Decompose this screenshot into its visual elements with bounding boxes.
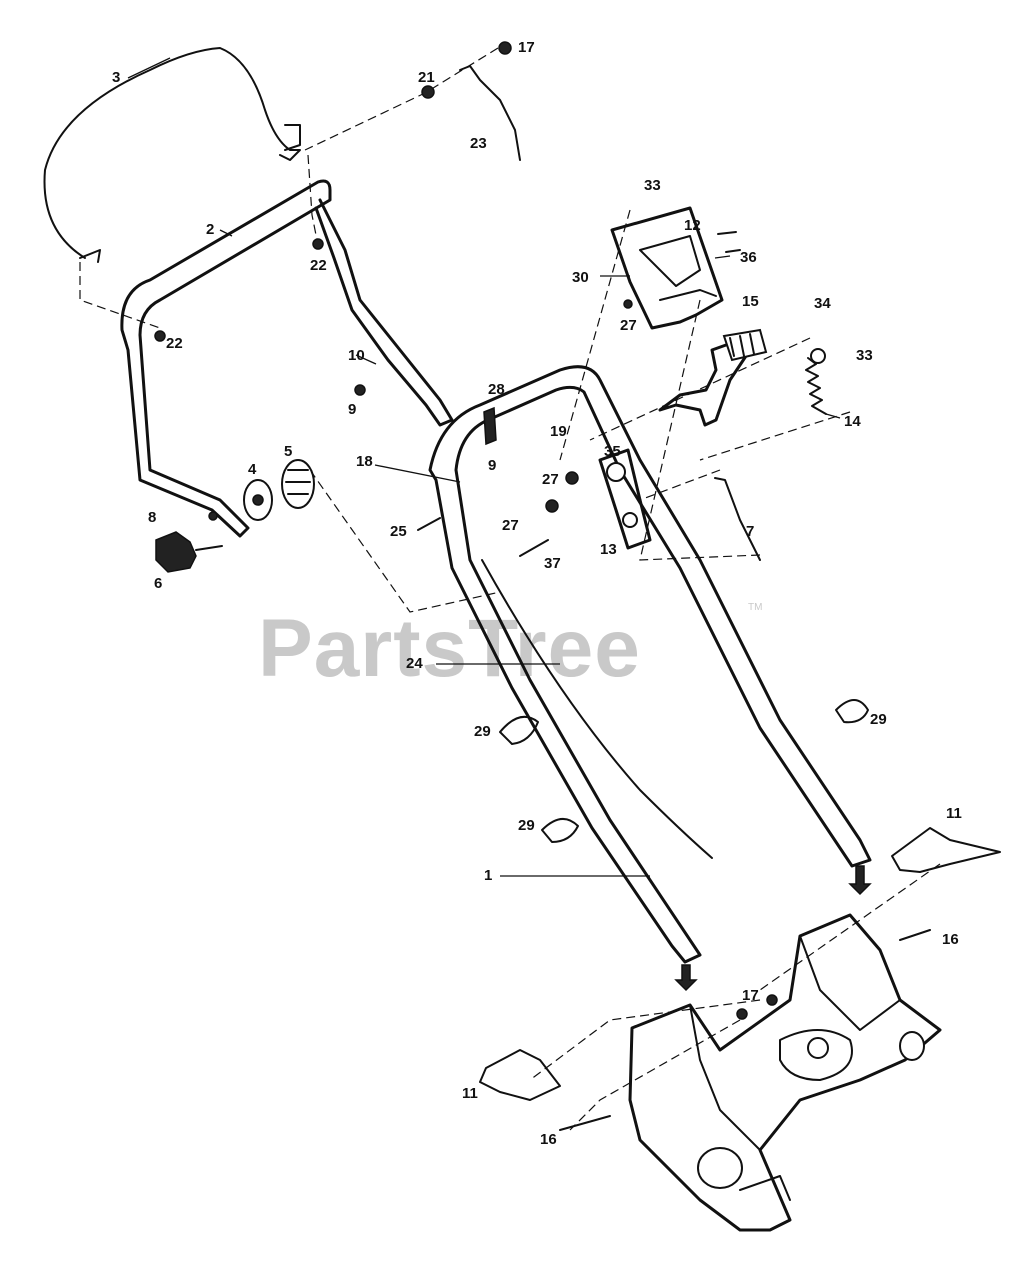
callout-5: 5	[284, 443, 292, 460]
callout-33-second: 33	[856, 347, 873, 364]
callout-8: 8	[148, 509, 156, 526]
callout-9-second: 9	[488, 457, 496, 474]
callout-13: 13	[600, 541, 617, 558]
height-adjuster	[243, 459, 315, 521]
handle-knob	[155, 531, 223, 573]
callout-6: 6	[154, 575, 162, 592]
callout-27-third: 27	[502, 517, 519, 534]
watermark-trademark: TM	[748, 602, 762, 613]
callout-33: 33	[644, 177, 661, 194]
control-plate	[610, 206, 724, 330]
callout-27: 27	[620, 317, 637, 334]
callout-29-third: 29	[870, 711, 887, 728]
alignment-lines	[79, 47, 941, 1131]
callout-36: 36	[740, 249, 757, 266]
callout-3: 3	[112, 69, 120, 86]
cable-clips	[499, 699, 869, 843]
callout-11: 11	[946, 805, 962, 822]
callout-24: 24	[406, 655, 423, 672]
control-cable	[43, 47, 301, 263]
callout-28: 28	[488, 381, 505, 398]
callout-34: 34	[814, 295, 831, 312]
callout-17-second: 17	[742, 987, 759, 1004]
callout-22-second: 22	[166, 335, 183, 352]
direction-arrows	[674, 865, 872, 992]
callout-16-second: 16	[540, 1131, 557, 1148]
callout-12: 12	[684, 217, 701, 234]
callout-14: 14	[844, 413, 861, 430]
callout-29: 29	[474, 723, 491, 740]
callout-37: 37	[544, 555, 561, 572]
watermark: PartsTree TM	[258, 602, 762, 694]
callout-1: 1	[484, 867, 492, 884]
callout-18: 18	[356, 453, 373, 470]
callout-30: 30	[572, 269, 589, 286]
callout-4: 4	[248, 461, 257, 478]
callout-15: 15	[742, 293, 759, 310]
upper-handle	[120, 179, 454, 538]
callout-16: 16	[942, 931, 959, 948]
callout-7: 7	[746, 523, 754, 540]
throttle-lever	[658, 328, 768, 427]
callout-27-second: 27	[542, 471, 559, 488]
callout-21: 21	[418, 69, 435, 86]
hardware	[154, 41, 931, 1131]
callout-10: 10	[348, 347, 365, 364]
callout-25: 25	[390, 523, 407, 540]
watermark-text: PartsTree	[258, 603, 641, 694]
cable-ends	[459, 65, 761, 561]
lower-handle	[428, 365, 872, 964]
hair-pin-clips	[479, 827, 1001, 1101]
leader-lines	[127, 57, 841, 877]
callout-2: 2	[206, 221, 214, 238]
callout-17: 17	[518, 39, 535, 56]
control-bracket	[598, 448, 652, 550]
callout-labels: 1 2 3 4 5 6 7 8 9 9 10 11 11 12 13 14 15…	[112, 39, 962, 1148]
callout-11-second: 11	[462, 1085, 478, 1102]
callout-29-second: 29	[518, 817, 535, 834]
callout-19: 19	[550, 423, 567, 440]
deck-bracket	[628, 913, 942, 1232]
callout-35: 35	[604, 443, 621, 460]
callout-9: 9	[348, 401, 356, 418]
spring	[805, 357, 827, 415]
callout-22: 22	[310, 257, 327, 274]
callout-23: 23	[470, 135, 487, 152]
